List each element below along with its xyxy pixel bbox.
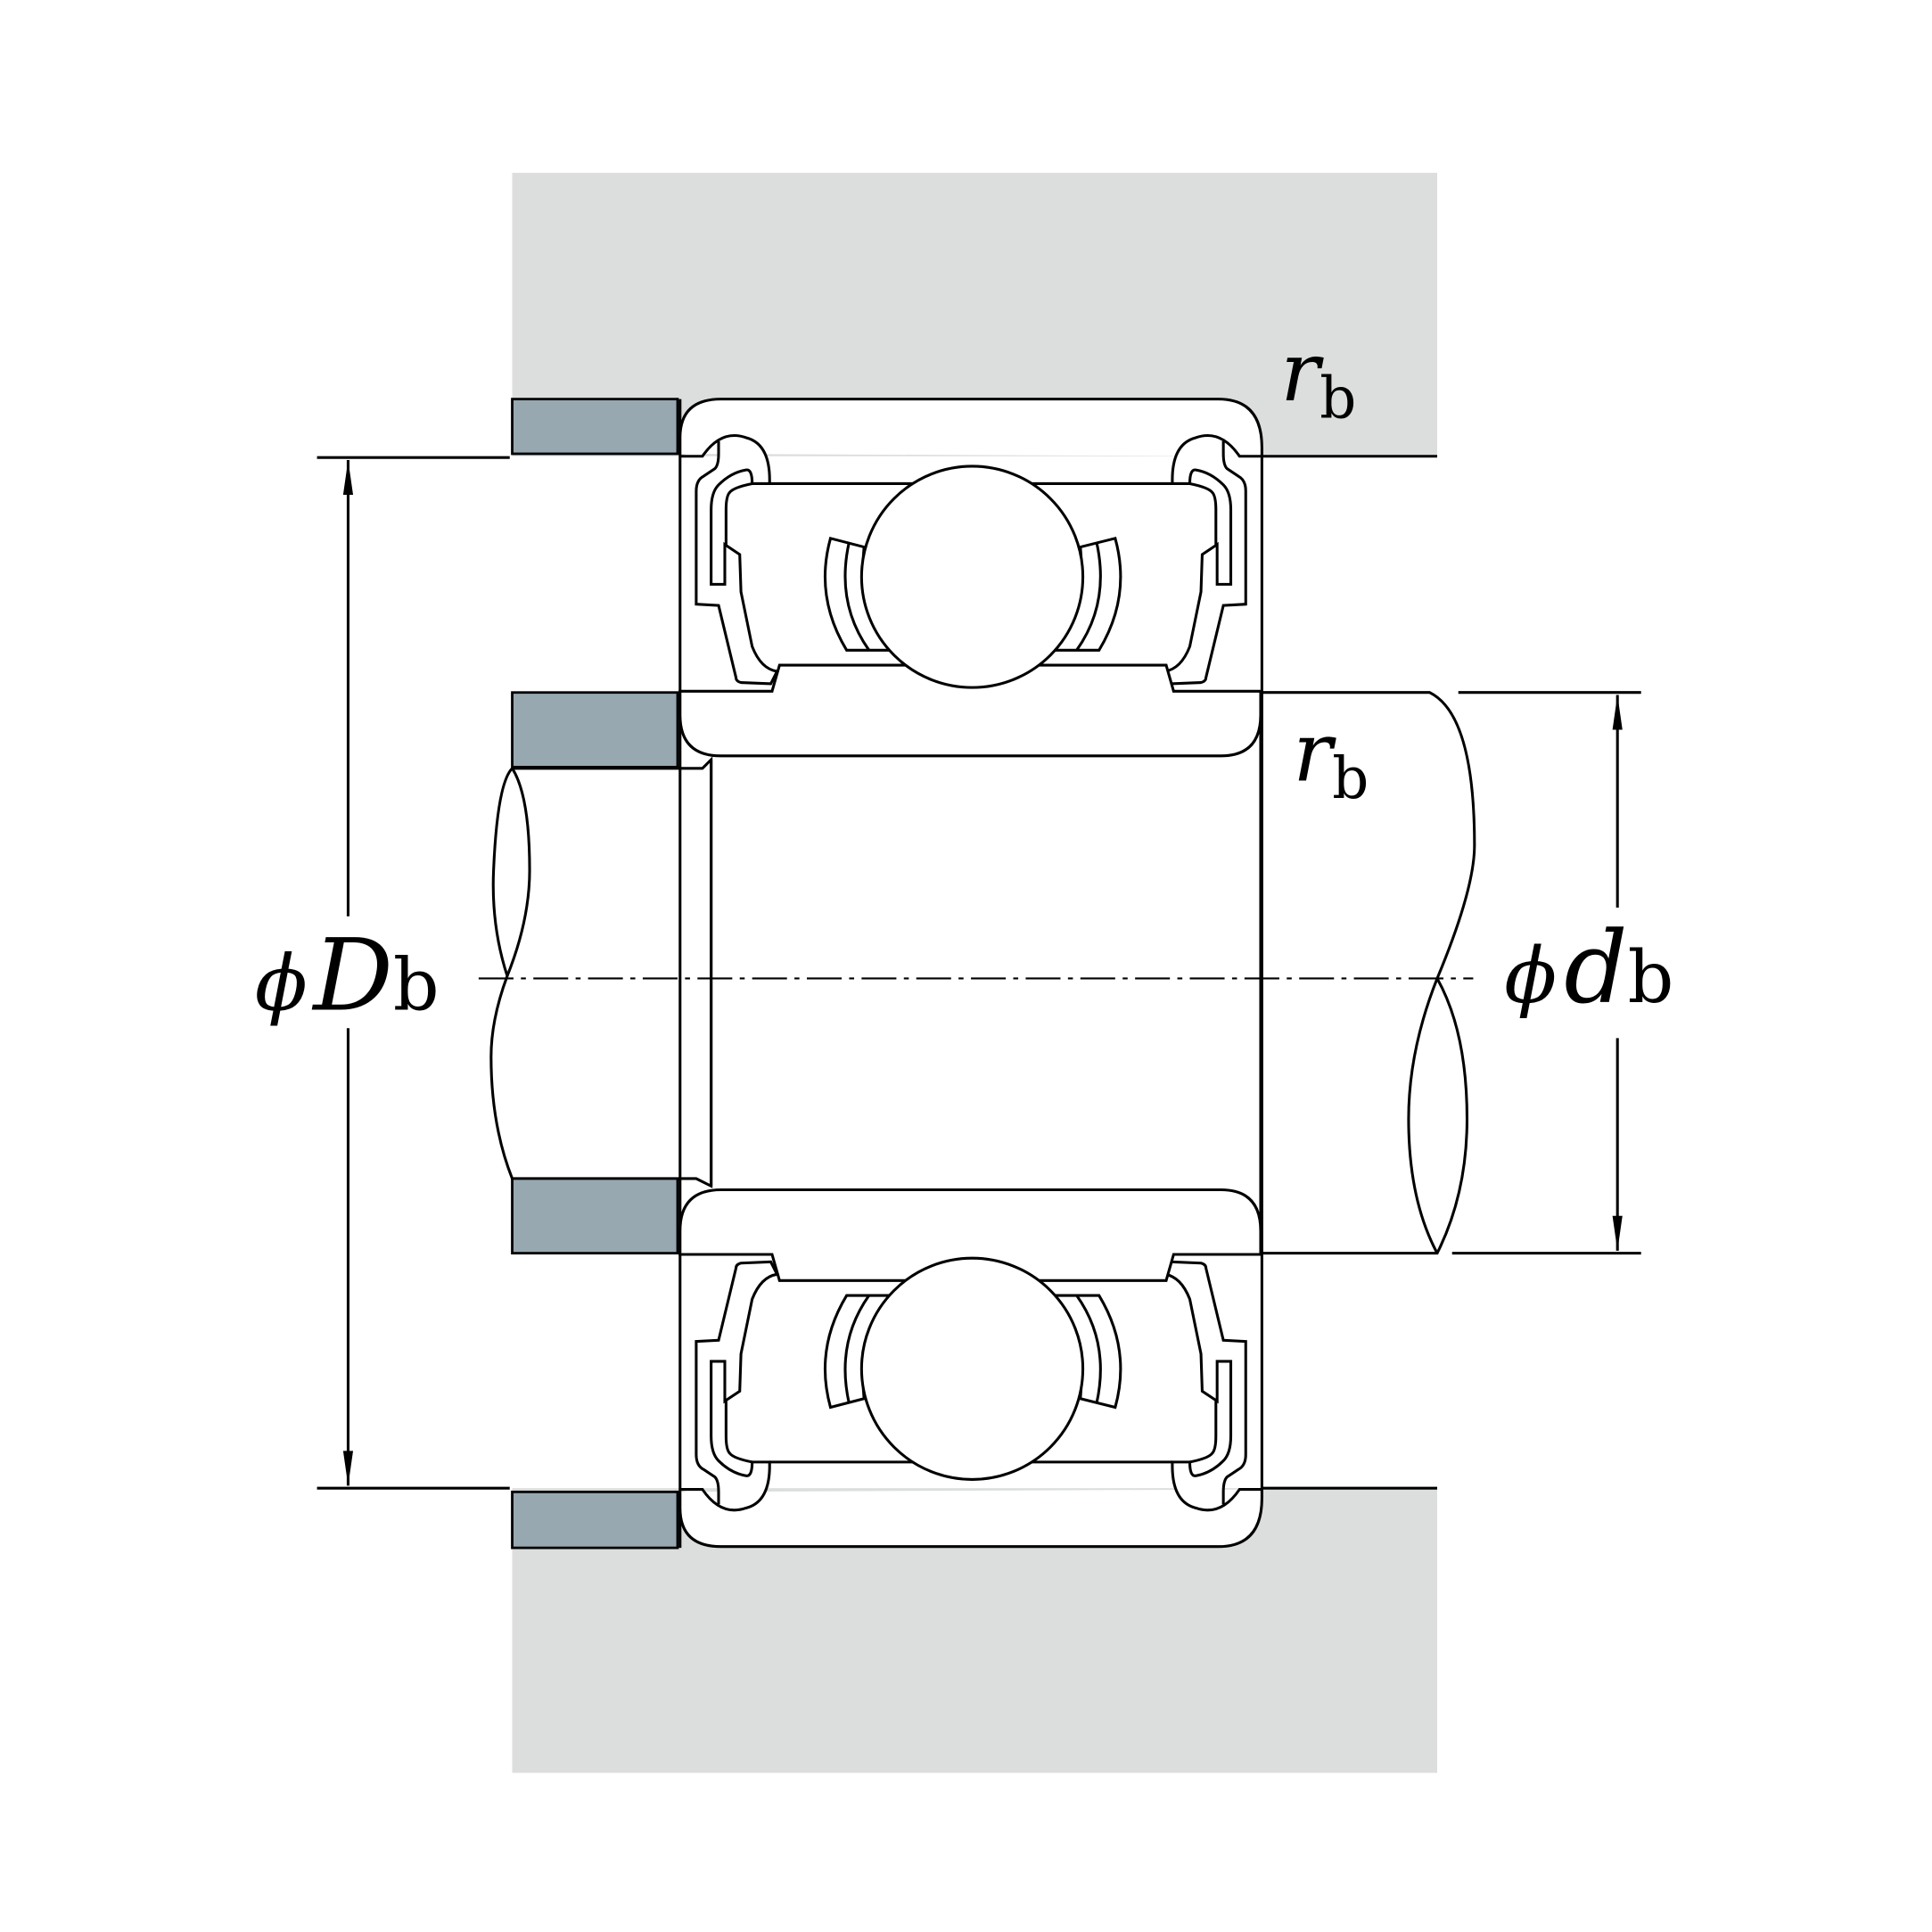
Db-label: ϕDb — [255, 917, 440, 1033]
rb-sub: b — [1332, 745, 1369, 812]
spacer-inner-bottom — [511, 1177, 679, 1255]
rb-main: r — [1293, 705, 1336, 801]
shaft-left — [489, 756, 713, 1188]
db-sub: b — [1628, 936, 1674, 1020]
rb-label-mid: rb — [1293, 705, 1369, 813]
shaft-break-right — [1407, 977, 1439, 1254]
phi-symbol: ϕ — [1504, 932, 1557, 1021]
shaft-break-left — [506, 767, 531, 977]
phi-symbol: ϕ — [255, 939, 308, 1028]
db-main: d — [1564, 910, 1627, 1026]
spacer-outer-bottom — [511, 1490, 679, 1550]
rb-sub: b — [1320, 366, 1356, 432]
spacer-outer-top — [511, 398, 679, 456]
Db-sub: b — [393, 943, 440, 1027]
spacer-inner-top — [511, 691, 679, 769]
rb-label-top: rb — [1280, 325, 1356, 432]
Db-main: D — [311, 917, 392, 1033]
bearing-bottom-half — [678, 1188, 1263, 1549]
bearing-top-half — [678, 398, 1263, 758]
rb-main: r — [1280, 325, 1324, 420]
